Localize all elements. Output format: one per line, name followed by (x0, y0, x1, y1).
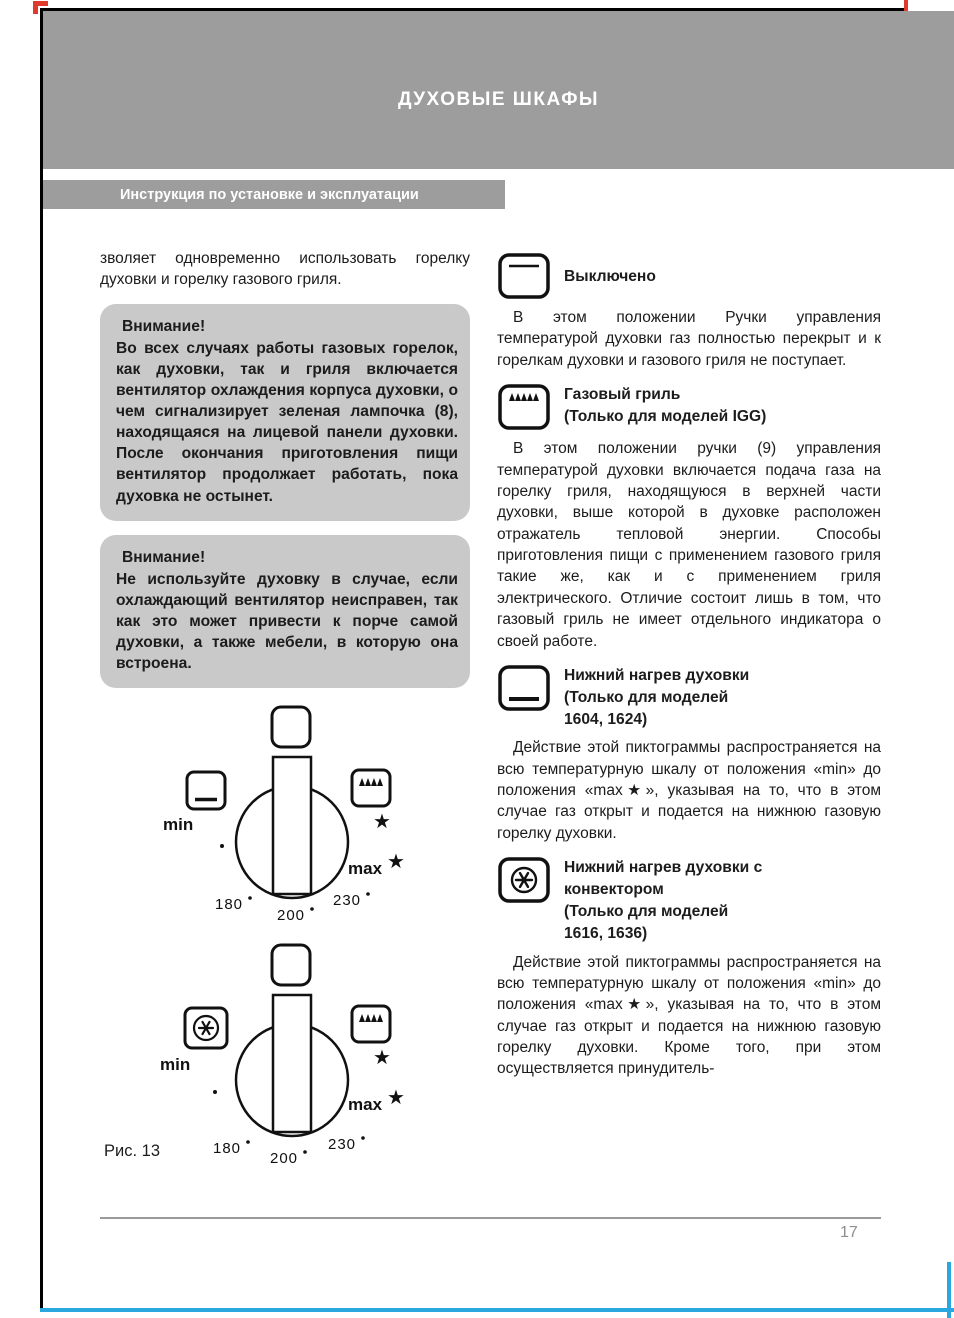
degree-dot (246, 1140, 250, 1144)
oven-off-mini-icon (270, 705, 312, 749)
section-title: Газовый гриль (Только для моделей IGG) (564, 386, 767, 425)
right-column: Выключено В этом положении Ручки управле… (497, 252, 881, 1092)
oven-gas-grill-icon (498, 384, 550, 430)
warning-box-2: Внимание! Не используйте духовку в случа… (100, 534, 470, 688)
left-margin-rule (40, 8, 43, 1309)
degree-dot (366, 892, 370, 896)
knob-diagram-bottom-heat: min ★ max ★ 180 200 230 (163, 705, 405, 924)
section-title: Выключено (564, 267, 656, 285)
footer-rule (100, 1217, 881, 1219)
oven-off-icon (498, 253, 550, 299)
top-rule (40, 8, 908, 11)
warning-body: Не используйте духовку в случае, если ох… (116, 570, 458, 672)
temp-180: 180 (215, 896, 243, 913)
left-column: зволяет одновременно использовать горелк… (100, 248, 470, 1177)
position-dot (220, 843, 224, 848)
section-gas-grill: Газовый гриль (Только для моделей IGG) В… (497, 383, 881, 652)
temp-180: 180 (213, 1140, 241, 1157)
crop-mark-top-left-red (33, 1, 48, 14)
degree-dot (361, 1136, 365, 1140)
section-title: Нижний нагрев духовки (Только для моделе… (564, 666, 750, 728)
header-band: ДУХОВЫЕ ШКАФЫ (43, 11, 954, 169)
warning-box-1: Внимание! Во всех случаях работы газовых… (100, 304, 470, 521)
section-off: Выключено В этом положении Ручки управле… (497, 252, 881, 371)
star-icon: ★ (373, 809, 391, 833)
grill-mini-icon (350, 1004, 392, 1044)
bottom-rule-blue (40, 1308, 954, 1312)
section-body: В этом положении Ручки управления темпер… (497, 309, 881, 369)
oven-bottom-heat-icon (498, 665, 550, 711)
subheader-bar: Инструкция по установке и эксплуатации (43, 180, 505, 209)
warning-body: Во всех случаях работы газовых горелок, … (116, 340, 458, 505)
knob-pointer (271, 993, 313, 1134)
convection-mini-icon (183, 1006, 229, 1050)
position-dot (213, 1089, 217, 1094)
star-icon: ★ (373, 1045, 391, 1069)
star-icon: ★ (387, 849, 405, 873)
page-number: 17 (840, 1224, 858, 1241)
temp-200: 200 (270, 1150, 298, 1167)
temp-230: 230 (328, 1136, 356, 1153)
grill-mini-icon (350, 768, 392, 808)
temp-230: 230 (333, 892, 361, 909)
min-label: min (163, 815, 193, 834)
oven-off-mini-icon (270, 943, 312, 987)
temp-200: 200 (277, 907, 305, 924)
figure-13: min ★ max ★ 180 200 230 (100, 702, 470, 1177)
degree-dot (248, 896, 252, 900)
section-body: Действие этой пиктограммы распространяет… (497, 953, 881, 1078)
knob-diagram-convection: min ★ max ★ 180 200 230 (160, 943, 405, 1167)
crop-mark-top-right-red (904, 0, 908, 16)
warning-title: Внимание! (122, 318, 206, 336)
bottom-heat-mini-icon (185, 770, 227, 811)
section-body: В этом положении ручки (9) управления те… (497, 440, 881, 650)
intro-paragraph: зволяет одновременно использовать горелк… (100, 250, 470, 289)
section-bottom-heat: Нижний нагрев духовки (Только для моделе… (497, 664, 881, 844)
star-icon: ★ (387, 1085, 405, 1109)
max-label: max (348, 1095, 383, 1114)
knob-pointer (271, 755, 313, 896)
section-title: Нижний нагрев духовки с конвектором (Тол… (564, 859, 763, 942)
section-bottom-heat-convection: Нижний нагрев духовки с конвектором (Тол… (497, 856, 881, 1080)
min-label: min (160, 1055, 190, 1074)
warning-title: Внимание! (122, 548, 206, 566)
degree-dot (303, 1150, 307, 1154)
page-title: ДУХОВЫЕ ШКАФЫ (397, 89, 600, 110)
figure-caption: Рис. 13 (104, 1141, 160, 1160)
degree-dot (310, 907, 314, 911)
section-body: Действие этой пиктограммы распространяет… (497, 739, 881, 842)
oven-bottom-heat-convection-icon (498, 857, 550, 903)
crop-mark-bottom-right-blue (947, 1262, 951, 1318)
subheader-text: Инструкция по установке и эксплуатации (120, 186, 419, 203)
max-label: max (348, 859, 383, 878)
